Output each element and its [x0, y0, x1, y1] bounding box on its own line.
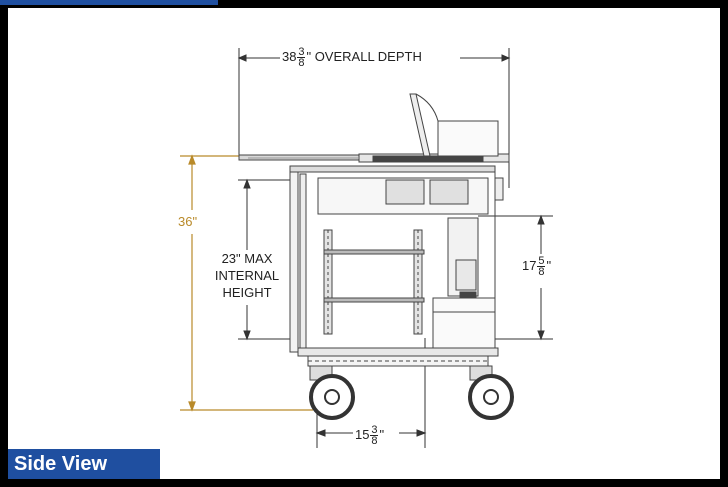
caster-wheels — [309, 365, 514, 420]
side-view-drawing — [180, 48, 553, 448]
base-frame — [297, 347, 499, 357]
top-accent-tab — [0, 0, 218, 5]
shelf-upper — [323, 249, 425, 255]
overall-height-dimension — [180, 154, 313, 412]
cart-body — [238, 93, 510, 367]
side-view-label: Side View — [8, 449, 160, 479]
right-rail — [413, 229, 423, 335]
left-rail — [323, 229, 333, 335]
internal-height-line-1: 23" MAX — [221, 251, 273, 266]
door-edge — [289, 171, 299, 353]
food-pan-left — [385, 179, 425, 205]
sneeze-guard-arm — [409, 93, 431, 157]
overall-height-label: 36" — [178, 214, 198, 229]
internal-height-line-3: HEIGHT — [222, 285, 272, 300]
sneeze-guard-box — [437, 120, 499, 157]
lower-box — [432, 297, 496, 355]
internal-height-line-2: INTERNAL — [214, 268, 280, 283]
shelf-lower — [323, 297, 425, 303]
internal-height-label: 23" MAX INTERNAL HEIGHT — [202, 250, 292, 301]
depth-arrow-left — [237, 54, 247, 62]
depth-arrow-right — [501, 54, 511, 62]
food-pan-right — [429, 179, 469, 205]
